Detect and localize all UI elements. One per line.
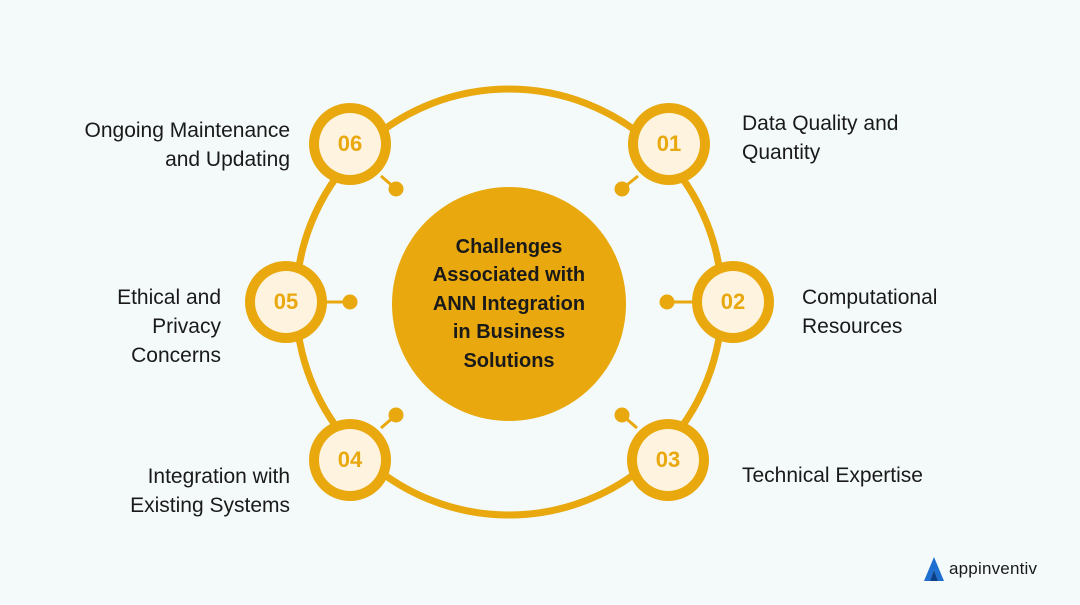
node-02 — [692, 261, 774, 343]
node-03 — [627, 419, 709, 501]
brand-logo: appinventiv — [923, 556, 1037, 582]
node-01 — [628, 103, 710, 185]
node-03-number: 03 — [655, 447, 681, 472]
node-05 — [245, 261, 327, 343]
node-02-number: 02 — [720, 289, 746, 314]
node-04-label: Integration with Existing Systems — [130, 465, 290, 517]
node-04 — [309, 419, 391, 501]
node-02-label: Computational Resources — [802, 286, 938, 338]
node-06-number: 06 — [337, 131, 363, 156]
hub-circle: Challenges Associated with ANN Integrati… — [392, 187, 626, 421]
node-03-label: Technical Expertise — [742, 464, 923, 487]
node-05-label: Ethical and Privacy Concerns — [117, 286, 221, 367]
appinventiv-logo-icon — [924, 557, 944, 581]
node-05-number: 05 — [273, 289, 299, 314]
node-04-number: 04 — [337, 447, 363, 472]
brand-name: appinventiv — [949, 559, 1038, 578]
node-06 — [309, 103, 391, 185]
hub-title: Challenges Associated with ANN Integrati… — [432, 235, 586, 372]
node-01-number: 01 — [656, 131, 682, 156]
node-01-label: Data Quality and Quantity — [742, 112, 899, 164]
node-06-label: Ongoing Maintenance and Updating — [84, 119, 290, 171]
